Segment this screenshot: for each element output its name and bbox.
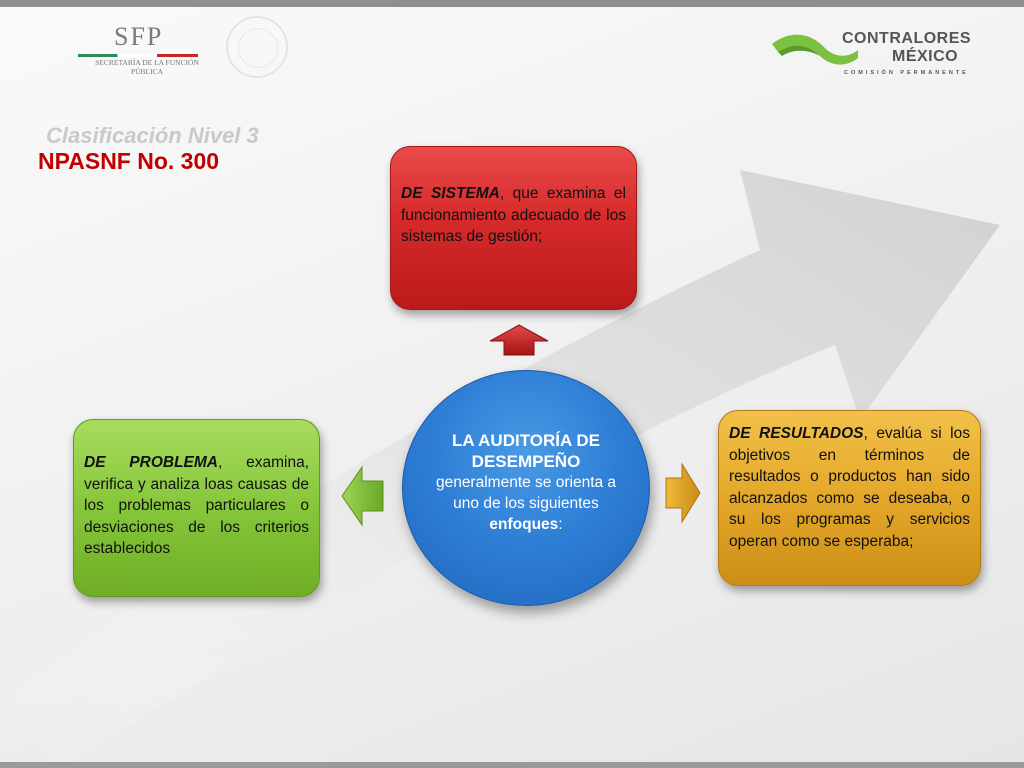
top-bar (0, 0, 1024, 7)
sfp-logo-title: SFP (114, 22, 164, 51)
center-circle-body: generalmente se orienta a uno de los sig… (430, 472, 622, 535)
enfoque-resultados-lead: DE RESULTADOS (729, 425, 864, 442)
swoosh-icon (772, 34, 858, 65)
enfoque-problema-lead: DE PROBLEMA (84, 454, 219, 471)
contralores-mexico-logo: CONTRALORES MÉXICO COMISIÓN PERMANENTE (770, 26, 971, 82)
right-arrow-icon (665, 462, 701, 524)
center-circle-body-end: : (558, 516, 563, 533)
slide-subheading: NPASNF No. 300 (38, 148, 220, 174)
enfoque-problema-box: DE PROBLEMA, examina, verifica y analiza… (73, 419, 320, 597)
sfp-logo-subtitle: SECRETARÍA DE LA FUNCIÓN PÚBLICA (95, 58, 199, 76)
enfoque-resultados-box: DE RESULTADOS, evalúa si los objetivos e… (718, 410, 981, 586)
enfoque-sistema-text: , que examina el funcionamiento adecuado… (401, 185, 626, 245)
contralores-logo-line2: MÉXICO (892, 48, 959, 65)
slide-heading: Clasificación Nivel 3 (46, 123, 259, 148)
up-arrow-icon (489, 324, 549, 356)
center-circle (402, 370, 650, 606)
national-seal-watermark (226, 16, 288, 78)
left-arrow-icon (341, 465, 384, 527)
center-circle-body-bold: enfoques (489, 516, 559, 533)
center-circle-text: LA AUDITORÍA DE DESEMPEÑO generalmente s… (430, 430, 622, 535)
enfoque-problema-text: , examina, verifica y analiza loas causa… (84, 454, 309, 557)
bottom-bar (0, 762, 1024, 768)
center-circle-body-text: generalmente se orienta a uno de los sig… (435, 474, 617, 512)
enfoque-sistema-box: DE SISTEMA, que examina el funcionamient… (390, 146, 637, 310)
seal-inner-ring (238, 28, 278, 68)
sfp-logo: SFP SECRETARÍA DE LA FUNCIÓN PÚBLICA (78, 22, 202, 80)
center-circle-title: LA AUDITORÍA DE DESEMPEÑO (452, 431, 600, 471)
contralores-logo-line3: COMISIÓN PERMANENTE (844, 70, 969, 76)
sfp-logo-flag-stripe (78, 54, 198, 57)
enfoque-resultados-text: , evalúa si los objetivos en términos de… (729, 425, 970, 550)
enfoque-sistema-lead: DE SISTEMA (401, 185, 500, 202)
contralores-logo-line1: CONTRALORES (842, 30, 972, 47)
